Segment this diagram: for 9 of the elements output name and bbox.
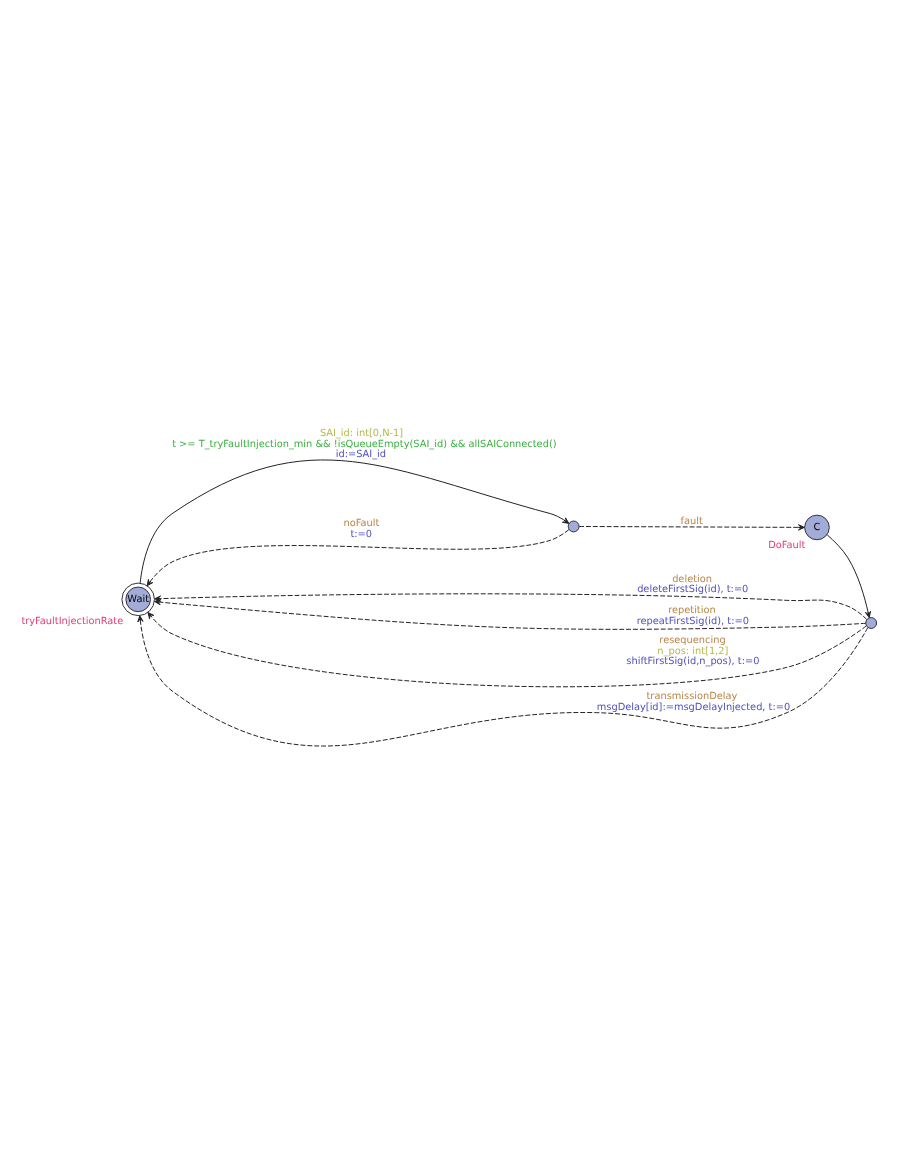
- arrow: [139, 458, 570, 583]
- arrow: [826, 533, 872, 618]
- node-circle: [567, 519, 580, 532]
- node-circle: [865, 616, 878, 628]
- arrow: [147, 611, 867, 687]
- arrow: [154, 597, 867, 629]
- arrow: [137, 614, 869, 746]
- arrow: [146, 528, 570, 586]
- arrow: [578, 523, 805, 530]
